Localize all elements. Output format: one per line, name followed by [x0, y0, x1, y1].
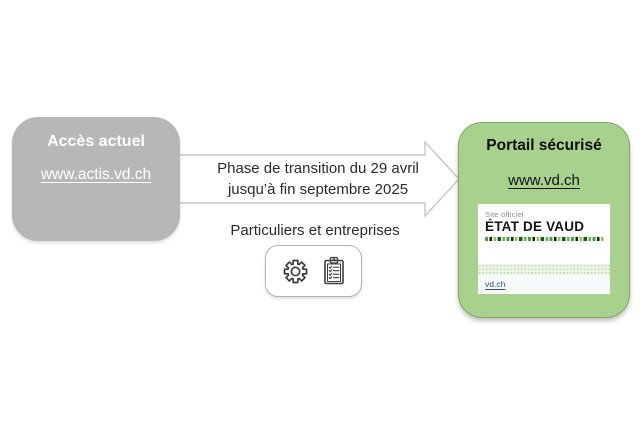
current-access-title: Accès actuel [47, 133, 145, 150]
current-access-url[interactable]: www.actis.vd.ch [40, 166, 152, 183]
transition-phase-text: Phase de transition du 29 avril jusqu’à … [185, 158, 451, 200]
brand-dotted-line [485, 237, 604, 241]
vd-ch-link[interactable]: vd.ch [485, 279, 506, 289]
checklist-clipboard-icon [323, 256, 344, 285]
services-icon-panel [265, 245, 362, 297]
secure-portal-box: Portail sécurisé www.vd.ch Site officiel… [458, 122, 630, 318]
secure-portal-title: Portail sécurisé [486, 137, 602, 154]
card-footer: vd.ch [478, 275, 610, 294]
site-officiel-label: Site officiel [485, 210, 524, 219]
transition-arrow [175, 140, 460, 218]
audience-label: Particuliers et entreprises [230, 222, 400, 239]
secure-portal-url[interactable]: www.vd.ch [508, 172, 580, 189]
halftone-band [478, 264, 610, 275]
current-access-box: Accès actuel www.actis.vd.ch [12, 117, 180, 241]
gear-icon [283, 259, 307, 283]
transition-phase-line1: Phase de transition du 29 avril [217, 160, 419, 177]
etat-de-vaud-brand: ÉTAT DE VAUD [485, 219, 585, 234]
transition-phase-line2: jusqu’à fin septembre 2025 [227, 181, 409, 198]
vd-website-card: Site officiel ÉTAT DE VAUD vd.ch [478, 204, 610, 294]
